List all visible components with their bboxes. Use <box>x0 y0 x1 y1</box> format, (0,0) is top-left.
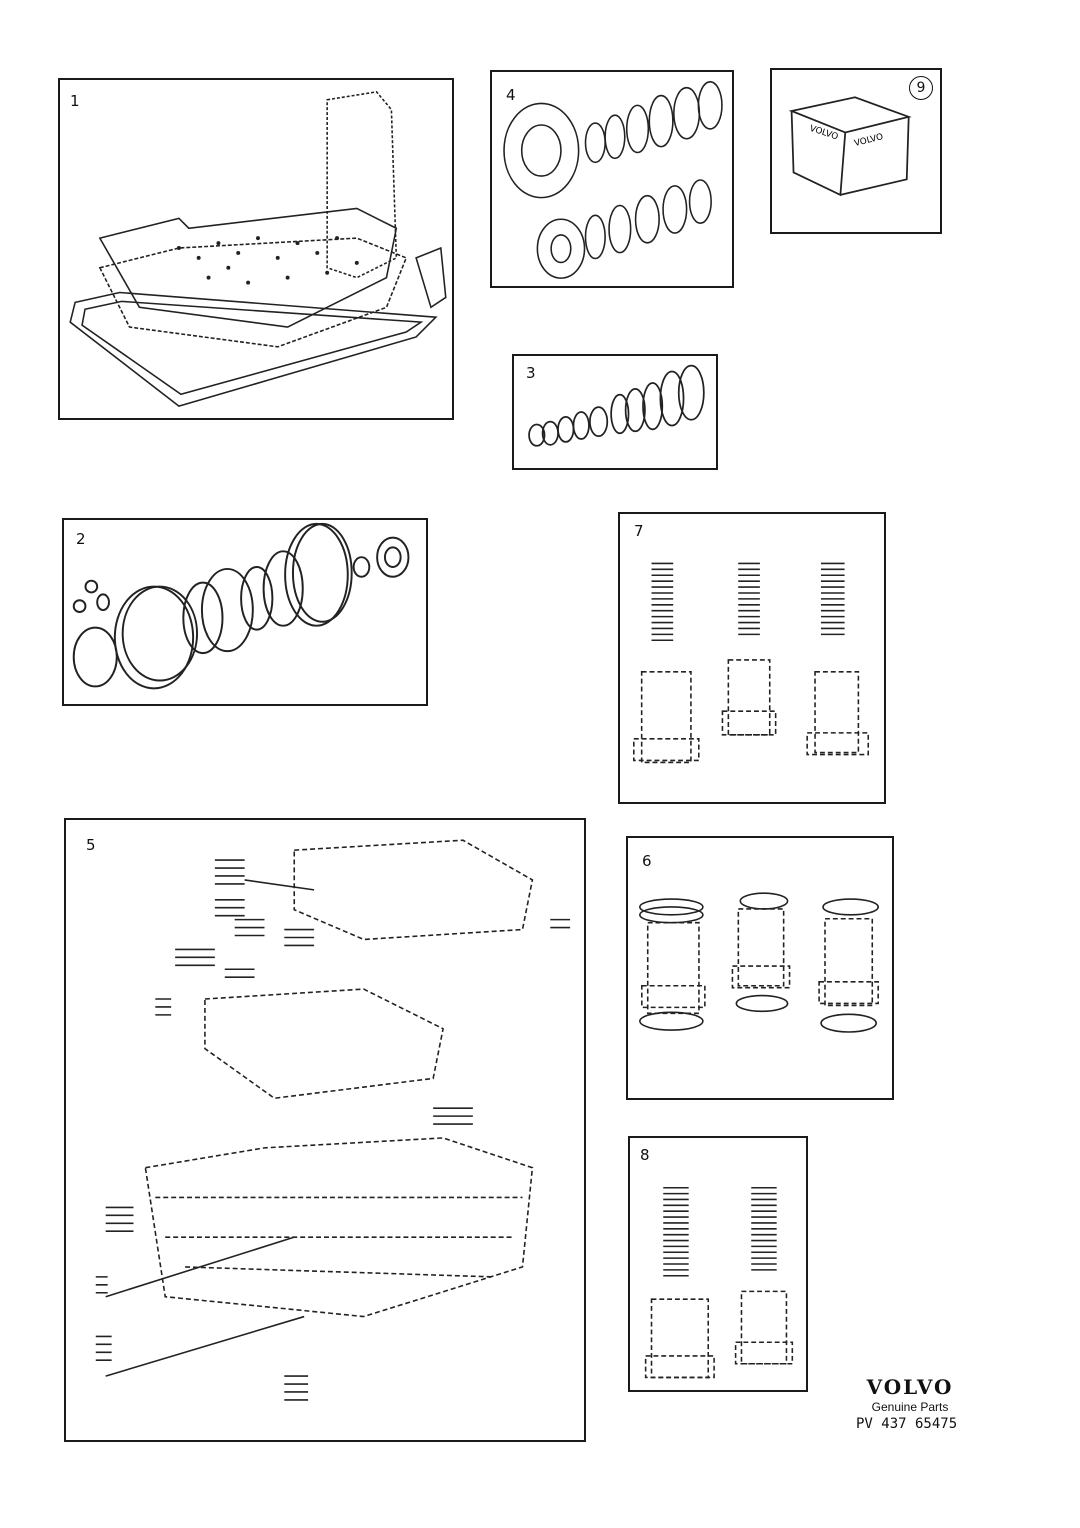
panel-number: 1 <box>70 92 80 110</box>
volvo-logo: VOLVO <box>866 1375 954 1399</box>
panel-9-box: 9 VOLVO VOLVO <box>770 68 942 234</box>
o-ring-illustration <box>72 522 410 690</box>
panel-number: 7 <box>634 522 644 540</box>
panel-7-springs-pistons: 7 <box>618 512 886 804</box>
panel-number: 2 <box>76 530 86 548</box>
panel-number: 6 <box>642 852 652 870</box>
part-code: PV 437 65475 <box>856 1416 958 1432</box>
springs-pistons-illustration <box>633 562 870 764</box>
panel-number: 3 <box>526 364 536 382</box>
seal-ring-illustration <box>528 364 705 447</box>
thrust-bearing-illustration <box>503 81 723 279</box>
panel-number: 8 <box>640 1146 650 1164</box>
panel-number-circled: 9 <box>909 76 933 100</box>
svg-text:VOLVO: VOLVO <box>853 132 884 149</box>
panel-3-seal-ring-set: 3 <box>512 354 718 470</box>
gasket-illustration <box>69 91 447 408</box>
panel-6-piston-seals: 6 <box>626 836 894 1100</box>
piston-seals-illustration <box>639 892 879 1033</box>
panel-5-valve-body: 5 <box>64 818 586 1442</box>
panel-number: 5 <box>86 836 96 854</box>
valve-body-illustration <box>95 839 571 1401</box>
springs-pistons-illustration <box>644 1186 794 1379</box>
panel-number: 4 <box>506 86 516 104</box>
panel-4-thrust-bearing-set: 4 <box>490 70 734 288</box>
panel-8-springs-pistons: 8 <box>628 1136 808 1392</box>
brand-subtitle: Genuine Parts <box>871 1400 949 1414</box>
brand-block: VOLVO Genuine Parts PV 437 65475 <box>850 1375 970 1432</box>
svg-text:VOLVO: VOLVO <box>808 124 839 143</box>
panel-2-o-ring-set: 2 <box>62 518 428 706</box>
volvo-box-illustration: VOLVO VOLVO <box>788 96 912 197</box>
panel-1-gasket-set: 1 <box>58 78 454 420</box>
